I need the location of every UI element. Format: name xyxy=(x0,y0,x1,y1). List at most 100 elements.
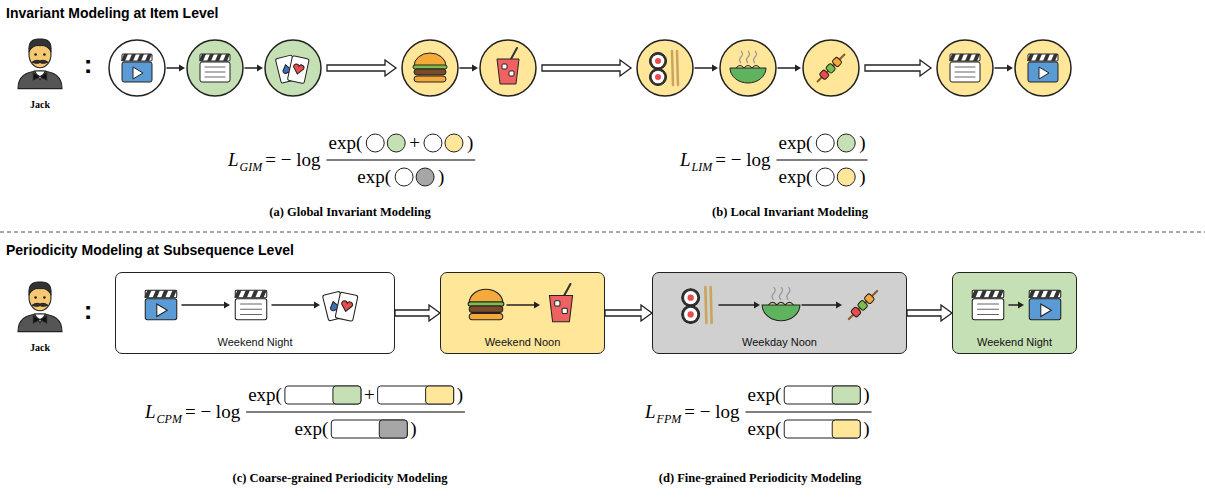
shape xyxy=(747,51,750,63)
shape xyxy=(688,311,694,317)
item-circle xyxy=(637,40,693,96)
shape xyxy=(331,420,407,438)
shape xyxy=(836,302,842,309)
stroke-line xyxy=(245,67,258,69)
movie-icon xyxy=(1028,290,1061,319)
shape xyxy=(864,293,875,304)
drink-icon xyxy=(497,48,519,84)
stroke-line xyxy=(719,304,755,306)
shape xyxy=(655,74,661,80)
stroke-line xyxy=(507,304,535,306)
clapper-icon xyxy=(199,54,230,82)
embedding-circles xyxy=(816,168,855,186)
math-text: exp( xyxy=(747,384,781,406)
math-text: exp( xyxy=(328,132,362,154)
shape xyxy=(1035,54,1042,61)
math-text: = − log xyxy=(715,149,770,171)
shape xyxy=(122,54,152,61)
shape xyxy=(1007,65,1013,72)
shape xyxy=(18,71,62,89)
fraction-bar xyxy=(326,159,475,160)
stroke-line xyxy=(205,77,225,78)
shape xyxy=(832,420,860,438)
shape xyxy=(837,134,855,152)
stroke-line xyxy=(182,304,225,306)
shape xyxy=(784,386,860,404)
stroke-line xyxy=(460,67,473,69)
subfigure-caption: (c) Coarse-grained Periodicity Modeling xyxy=(233,471,448,486)
section-heading: Periodicity Modeling at Subsequence Leve… xyxy=(6,242,294,258)
shape xyxy=(32,303,47,306)
math-text: ) xyxy=(438,166,444,188)
shape xyxy=(652,55,665,68)
fraction-bar xyxy=(776,159,867,160)
loss-symbol: L xyxy=(145,401,156,423)
time-label: Weekend Night xyxy=(953,336,1076,348)
shape xyxy=(655,58,661,64)
cards-icon xyxy=(322,291,358,321)
shape xyxy=(445,134,463,152)
math-text: ) xyxy=(467,132,473,154)
shape xyxy=(971,290,978,297)
math-text: exp( xyxy=(357,166,391,188)
subsequence-embedding xyxy=(378,386,454,404)
shape xyxy=(980,290,987,297)
shape xyxy=(235,299,267,320)
stroke-line xyxy=(849,291,877,319)
loss-subscript: CPM xyxy=(157,412,182,427)
shape xyxy=(224,302,230,309)
shape xyxy=(1028,54,1058,61)
shape xyxy=(950,54,980,61)
shape xyxy=(469,306,503,312)
shape xyxy=(650,69,667,86)
fraction-bar xyxy=(745,411,871,412)
shape xyxy=(832,57,843,68)
shape xyxy=(379,420,407,438)
double-arrow xyxy=(865,60,931,76)
shape xyxy=(468,302,504,306)
shape xyxy=(424,134,442,152)
shape xyxy=(469,289,503,303)
stroke-line xyxy=(978,309,999,310)
stroke-line xyxy=(167,67,180,69)
person-name: Jack xyxy=(30,342,50,353)
shape xyxy=(684,308,697,321)
shape xyxy=(1028,62,1058,82)
movie-icon xyxy=(1027,54,1058,82)
colon: : xyxy=(84,295,93,326)
shape xyxy=(199,54,206,61)
sequence-arrow xyxy=(395,305,440,321)
shape xyxy=(549,296,572,322)
skewer-icon xyxy=(815,52,848,85)
burger-icon xyxy=(468,289,504,319)
shape xyxy=(340,300,353,312)
divider-line xyxy=(0,232,1205,233)
loss-symbol: L xyxy=(680,149,691,171)
shape xyxy=(712,65,718,72)
subsequence-embedding xyxy=(784,386,860,404)
shape xyxy=(965,54,972,61)
sushi-icon xyxy=(650,51,679,86)
math-text: ) xyxy=(863,418,869,440)
shape xyxy=(257,65,263,72)
shape xyxy=(1043,54,1050,61)
stroke-line xyxy=(711,287,712,323)
section-heading: Invariant Modeling at Item Level xyxy=(6,5,218,21)
shape xyxy=(414,76,446,82)
shape xyxy=(414,53,446,66)
item-circle xyxy=(109,40,165,96)
shape xyxy=(816,168,834,186)
embedding-circles xyxy=(816,134,855,152)
shape xyxy=(223,54,230,61)
loss-subscript: FPM xyxy=(657,412,682,427)
item-circle xyxy=(402,40,458,96)
shape xyxy=(1051,54,1058,61)
fraction-bar xyxy=(246,411,465,412)
item-circle xyxy=(1015,40,1071,96)
math-text: exp( xyxy=(747,418,781,440)
shape xyxy=(29,39,51,51)
subsequence-embedding xyxy=(784,420,860,438)
math-text: = − log xyxy=(265,149,320,171)
shape xyxy=(555,301,560,306)
shape xyxy=(43,296,46,299)
